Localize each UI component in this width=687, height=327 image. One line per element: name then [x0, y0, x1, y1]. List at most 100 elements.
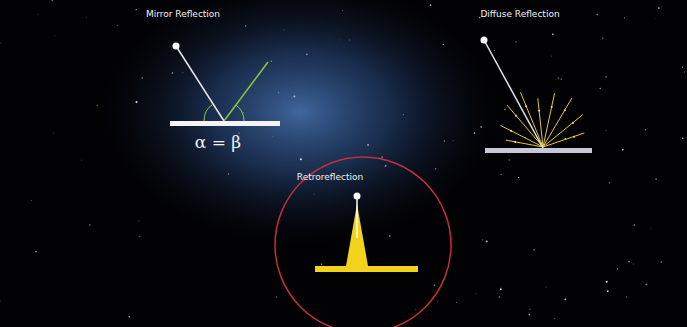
diffuse-ray: [543, 133, 584, 147]
star: [182, 72, 184, 74]
star: [626, 296, 627, 297]
star: [624, 17, 625, 18]
star: [529, 309, 530, 310]
star: [452, 139, 454, 141]
star: [617, 268, 618, 269]
star: [403, 114, 404, 115]
star: [645, 129, 647, 131]
star: [37, 14, 39, 16]
star: [278, 92, 279, 93]
star: [276, 296, 278, 298]
star: [475, 293, 477, 295]
star: [596, 14, 598, 16]
star: [437, 301, 439, 303]
star: [508, 159, 510, 161]
ray-dot: [572, 122, 574, 124]
star: [602, 37, 603, 38]
star: [607, 290, 609, 292]
star: [0, 301, 1, 302]
star: [321, 263, 323, 265]
star: [551, 55, 553, 57]
star: [500, 288, 502, 290]
star: [494, 50, 496, 52]
star: [54, 35, 56, 37]
star: [385, 165, 387, 167]
star: [480, 126, 481, 127]
star: [435, 168, 436, 169]
star: [533, 249, 534, 250]
highlight-circle: [275, 157, 451, 327]
star: [97, 105, 98, 106]
star: [518, 177, 520, 179]
star: [655, 18, 657, 20]
star: [434, 284, 436, 286]
star: [306, 54, 308, 56]
star: [389, 235, 391, 237]
ray-dot: [573, 136, 575, 138]
star: [497, 293, 499, 295]
star: [684, 71, 685, 72]
star: [89, 224, 91, 226]
star: [313, 193, 315, 195]
star: [574, 108, 576, 110]
star: [367, 144, 369, 146]
star: [474, 132, 476, 134]
star: [444, 140, 445, 141]
star: [415, 308, 417, 310]
star: [650, 228, 652, 230]
star: [129, 316, 130, 317]
angle-equation: α = β: [195, 132, 241, 152]
star: [605, 76, 606, 77]
retroreflection-figure: [315, 193, 418, 273]
diffuse-ray: [543, 98, 572, 147]
star: [51, 0, 52, 1]
star: [633, 224, 635, 226]
star: [116, 25, 118, 27]
ray-dot: [510, 130, 512, 132]
star: [430, 4, 432, 6]
star: [136, 9, 137, 10]
star: [172, 72, 173, 73]
star: [609, 182, 610, 183]
star: [552, 33, 554, 35]
star: [628, 261, 629, 262]
star: [529, 314, 531, 316]
star: [682, 137, 684, 139]
figure-title: Retroreflection: [297, 172, 363, 182]
diffuse-ray: [521, 92, 544, 147]
star: [245, 25, 246, 26]
diffuse-ray: [507, 105, 543, 147]
star: [504, 109, 506, 111]
star: [456, 302, 457, 303]
star: [141, 77, 143, 79]
star: [35, 251, 37, 253]
star: [658, 7, 660, 9]
star: [564, 298, 566, 300]
star: [522, 89, 524, 91]
figure-title: Diffuse Reflection: [480, 9, 559, 19]
star: [228, 173, 229, 174]
star: [501, 174, 502, 175]
ray-dot: [514, 141, 516, 143]
star: [52, 132, 54, 134]
star: [479, 17, 481, 19]
star: [554, 318, 556, 320]
star: [271, 61, 272, 62]
star: [272, 135, 274, 137]
diffuse-ray: [543, 93, 555, 147]
star: [139, 236, 140, 237]
star: [30, 200, 32, 202]
star: [500, 286, 502, 288]
star: [339, 39, 341, 41]
star: [138, 220, 140, 222]
ray-dot: [551, 106, 553, 108]
diffuse-reflection-figure: [481, 37, 593, 154]
star: [499, 296, 501, 298]
star: [385, 166, 386, 167]
star: [136, 101, 138, 103]
star: [381, 156, 383, 158]
star: [81, 159, 83, 161]
star: [655, 178, 656, 179]
